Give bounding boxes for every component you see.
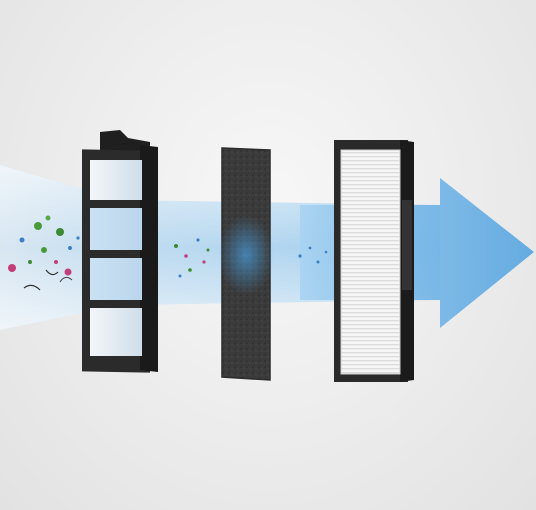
hepa-pleated-filter-icon (334, 140, 414, 382)
activated-carbon-sponge-icon (218, 147, 274, 381)
pre-filter-mesh-icon (82, 130, 158, 373)
fine-particles (174, 238, 328, 278)
dust-particles (8, 215, 88, 291)
